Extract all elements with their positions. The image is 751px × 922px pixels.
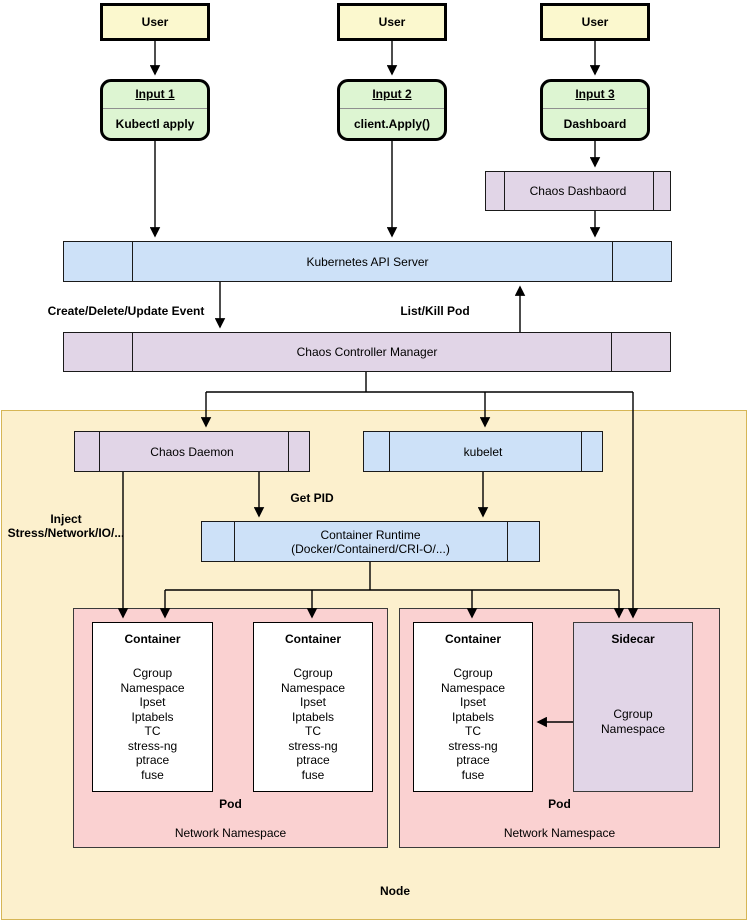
- divider: [543, 108, 647, 109]
- sidecar-capabilities: Cgroup Namespace: [574, 707, 692, 736]
- sidecar-box: Sidecar Cgroup Namespace: [573, 622, 693, 792]
- create-delete-update-label: Create/Delete/Update Event: [47, 304, 205, 318]
- capability-item: ptrace: [296, 753, 330, 767]
- divider: [581, 432, 582, 471]
- controller-manager-box: Chaos Controller Manager: [63, 332, 671, 372]
- divider: [507, 522, 508, 561]
- divider: [288, 432, 289, 471]
- container-title: Container: [124, 632, 181, 646]
- controller-manager-label: Chaos Controller Manager: [296, 345, 438, 359]
- capability-item: Ipset: [139, 695, 166, 709]
- inject-label: Inject Stress/Network/IO/...: [4, 512, 128, 540]
- container-title: Container: [284, 632, 341, 646]
- input-method: Kubectl apply: [115, 116, 195, 131]
- chaos-dashboard-label: Chaos Dashbaord: [529, 184, 627, 198]
- capability-item: fuse: [141, 767, 164, 782]
- user-label: User: [378, 15, 406, 29]
- divider: [99, 432, 100, 471]
- network-namespace-label: Network Namespace: [503, 826, 616, 840]
- capability-item: Iptabels: [451, 709, 495, 724]
- user-box-3: User: [540, 3, 650, 41]
- capability-item: TC: [305, 724, 321, 738]
- capability-item: stress-ng: [448, 738, 498, 753]
- input-method: client.Apply(): [353, 116, 430, 131]
- input-method: Dashboard: [563, 116, 627, 131]
- capability-item: Namespace: [120, 680, 185, 695]
- input-box-kubectl: Input 1 Kubectl apply: [100, 79, 210, 141]
- capability-item: ptrace: [456, 753, 490, 767]
- capability-item: stress-ng: [288, 738, 338, 753]
- divider: [612, 242, 613, 281]
- input-title: Input 1: [135, 87, 175, 101]
- capability-item: ptrace: [135, 753, 170, 767]
- kubelet-box: kubelet: [363, 431, 603, 472]
- chaos-daemon-label: Chaos Daemon: [150, 444, 234, 459]
- container-capabilities: Cgroup Namespace Ipset Iptabels TC stres…: [93, 666, 212, 782]
- user-label: User: [581, 15, 609, 29]
- capability-item: TC: [465, 724, 481, 738]
- node-label: Node: [380, 884, 410, 898]
- divider: [103, 108, 207, 109]
- user-box-1: User: [100, 3, 210, 41]
- api-server-label: Kubernetes API Server: [306, 254, 429, 269]
- capability-item: Namespace: [280, 680, 346, 695]
- capability-item: Iptabels: [131, 709, 174, 724]
- divider: [389, 432, 390, 471]
- inject-line2: Stress/Network/IO/...: [7, 526, 125, 540]
- capability-item: TC: [144, 724, 161, 738]
- user-label: User: [141, 15, 169, 29]
- capability-item: stress-ng: [127, 738, 178, 753]
- container-box-1: Container Cgroup Namespace Ipset Iptabel…: [92, 622, 213, 792]
- list-kill-pod-label: List/Kill Pod: [400, 304, 470, 318]
- input-title: Input 3: [575, 87, 615, 101]
- capability-item: Namespace: [600, 721, 666, 736]
- pod-label: Pod: [548, 797, 571, 811]
- container-title: Container: [444, 632, 501, 646]
- chaos-daemon-box: Chaos Daemon: [74, 431, 310, 472]
- capability-item: Cgroup: [453, 666, 493, 680]
- capability-item: Ipset: [299, 695, 326, 709]
- divider: [340, 108, 444, 109]
- divider: [132, 333, 133, 371]
- divider: [611, 333, 612, 371]
- divider: [132, 242, 133, 281]
- sidecar-title: Sidecar: [611, 632, 655, 646]
- input-box-client-apply: Input 2 client.Apply(): [337, 79, 447, 141]
- capability-item: Namespace: [440, 680, 506, 695]
- capability-item: Iptabels: [291, 709, 335, 724]
- inject-line1: Inject: [50, 512, 82, 526]
- container-capabilities: Cgroup Namespace Ipset Iptabels TC stres…: [414, 666, 532, 782]
- input-box-dashboard: Input 3 Dashboard: [540, 79, 650, 141]
- capability-item: fuse: [461, 767, 485, 782]
- container-box-2: Container Cgroup Namespace Ipset Iptabel…: [253, 622, 373, 792]
- pod-label: Pod: [219, 797, 242, 811]
- capability-item: Cgroup: [613, 707, 653, 721]
- network-namespace-label: Network Namespace: [174, 826, 287, 840]
- container-runtime-line1: Container Runtime: [320, 527, 421, 542]
- container-runtime-box: Container Runtime (Docker/Containerd/CRI…: [201, 521, 540, 562]
- api-server-box: Kubernetes API Server: [63, 241, 672, 282]
- divider: [504, 172, 505, 210]
- divider: [234, 522, 235, 561]
- input-title: Input 2: [372, 87, 412, 101]
- user-box-2: User: [337, 3, 447, 41]
- container-capabilities: Cgroup Namespace Ipset Iptabels TC stres…: [254, 666, 372, 782]
- capability-item: Cgroup: [293, 666, 333, 680]
- capability-item: fuse: [301, 767, 325, 782]
- chaos-dashboard-box: Chaos Dashbaord: [485, 171, 671, 211]
- kubelet-label: kubelet: [463, 444, 503, 459]
- container-box-3: Container Cgroup Namespace Ipset Iptabel…: [413, 622, 533, 792]
- container-runtime-line2: (Docker/Containerd/CRI-O/...): [291, 541, 450, 556]
- divider: [653, 172, 654, 210]
- get-pid-label: Get PID: [290, 491, 334, 505]
- capability-item: Cgroup: [132, 666, 173, 680]
- capability-item: Ipset: [459, 695, 486, 709]
